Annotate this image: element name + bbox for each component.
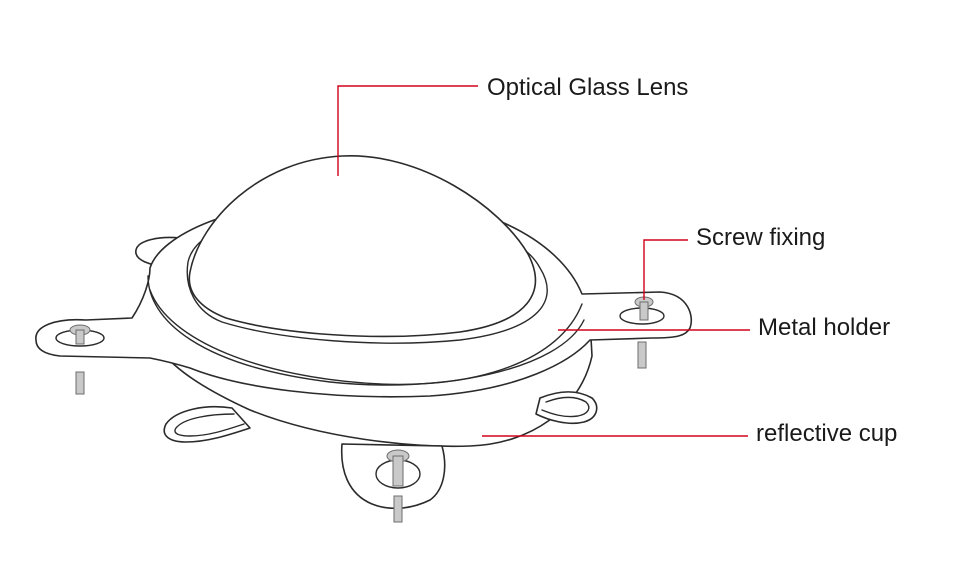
cup-tab-left <box>163 405 251 443</box>
screw-bottom <box>386 449 410 523</box>
screw-left <box>69 324 91 395</box>
label-reflective-cup: reflective cup <box>756 420 898 447</box>
leader-line-lens <box>337 85 478 176</box>
label-optical-glass-lens: Optical Glass Lens <box>487 74 689 101</box>
label-screw-fixing: Screw fixing <box>696 224 826 251</box>
cup-tab-right <box>535 391 598 425</box>
label-metal-holder: Metal holder <box>758 314 891 341</box>
optical-glass-lens <box>188 155 537 338</box>
leader-line-screw <box>643 239 688 300</box>
